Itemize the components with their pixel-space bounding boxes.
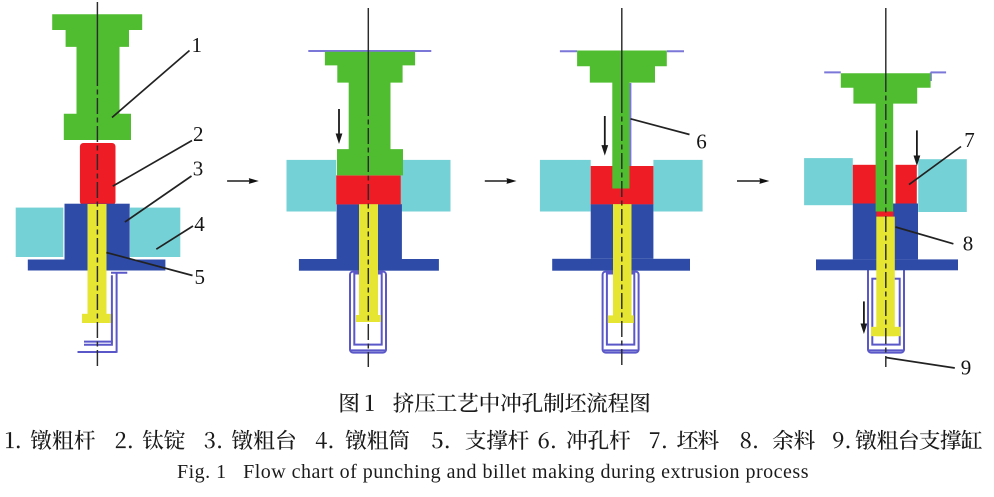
svg-text:Fig. 1 Flow chart of punchin: Fig. 1 Flow chart of punching and billet… — [177, 461, 809, 483]
svg-text:6: 6 — [696, 130, 707, 154]
svg-text:2: 2 — [193, 122, 204, 146]
svg-text:9: 9 — [961, 356, 972, 380]
svg-text:1: 1 — [191, 33, 202, 57]
svg-text:4: 4 — [194, 212, 205, 236]
svg-text:7: 7 — [964, 128, 975, 152]
svg-text:3: 3 — [193, 157, 204, 181]
svg-text:8: 8 — [963, 232, 974, 256]
svg-text:5: 5 — [194, 265, 205, 289]
